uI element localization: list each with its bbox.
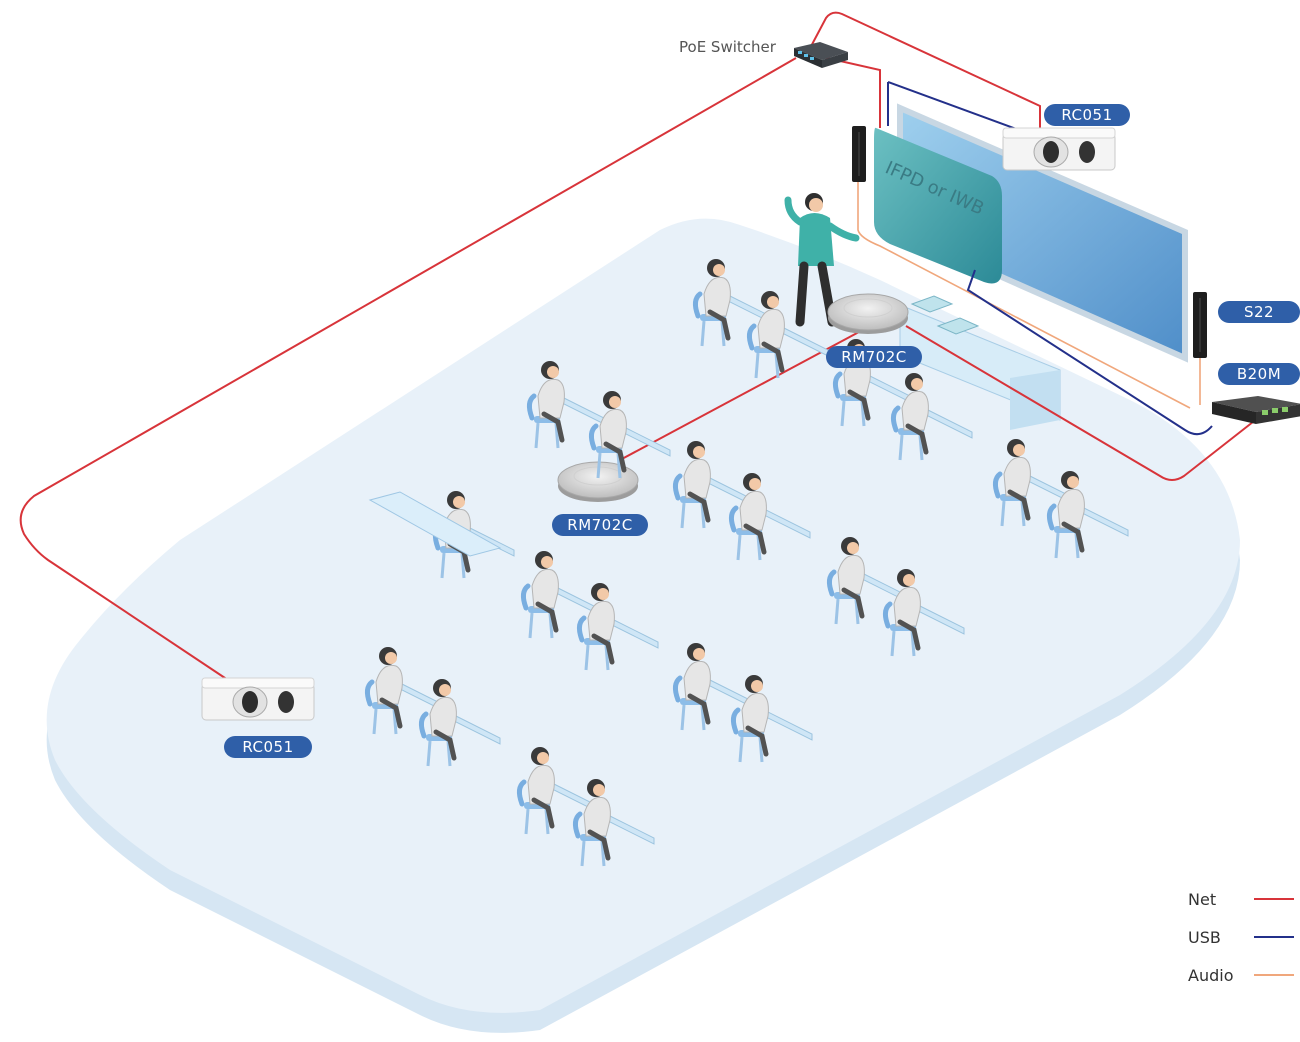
usb-cable-camera bbox=[887, 81, 1031, 135]
teacher-figure bbox=[784, 193, 860, 327]
rc051-bottom-label: RC051 bbox=[224, 736, 312, 758]
desk-devices bbox=[910, 295, 980, 335]
b20m-label: B20M bbox=[1218, 363, 1300, 385]
floor-top bbox=[46, 218, 1241, 1013]
column-speaker-icon bbox=[852, 126, 866, 182]
interactive-display: IFPD or IWB bbox=[874, 127, 1002, 284]
net-cable-mic-box bbox=[905, 325, 1259, 481]
cable-legend: Net USB Audio bbox=[1188, 880, 1298, 994]
legend-row-usb: USB bbox=[1188, 918, 1298, 956]
legend-label-usb: USB bbox=[1188, 927, 1221, 947]
rm702c-front-label: RM702C bbox=[826, 346, 922, 368]
poe-switcher-label: PoE Switcher bbox=[679, 38, 776, 56]
usb-cable-box bbox=[966, 269, 1213, 436]
legend-row-audio: Audio bbox=[1188, 956, 1298, 994]
legend-line-usb bbox=[1254, 936, 1294, 938]
ptz-camera-icon bbox=[1002, 127, 1116, 171]
ptz-camera-icon bbox=[201, 677, 315, 721]
b20m-box-icon bbox=[1212, 396, 1300, 424]
legend-line-net bbox=[1254, 898, 1294, 900]
audio-cable-speaker-left bbox=[857, 182, 1191, 409]
rc051-top-label: RC051 bbox=[1044, 104, 1130, 126]
rm702c-middle-label: RM702C bbox=[552, 514, 648, 536]
legend-label-net: Net bbox=[1188, 889, 1217, 909]
net-cable-rc051-left bbox=[19, 57, 797, 681]
network-switch-icon bbox=[794, 42, 848, 68]
teacher-desk bbox=[899, 304, 1061, 430]
ceiling-microphone-icon bbox=[827, 293, 909, 335]
legend-label-audio: Audio bbox=[1188, 965, 1234, 985]
s22-label: S22 bbox=[1218, 301, 1300, 323]
empty-desk bbox=[368, 491, 502, 557]
net-cable-display bbox=[817, 55, 881, 128]
column-speaker-icon bbox=[1193, 292, 1207, 358]
legend-row-net: Net bbox=[1188, 880, 1298, 918]
net-cable-rc051-top bbox=[807, 11, 1041, 130]
legend-line-audio bbox=[1254, 974, 1294, 976]
